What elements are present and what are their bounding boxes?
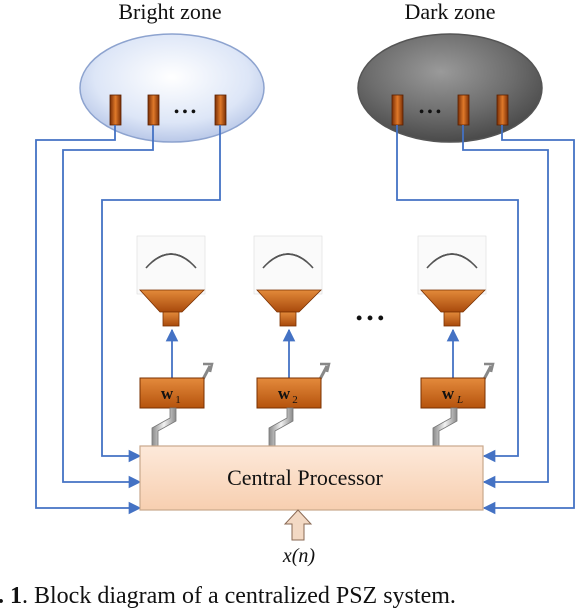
filter-w1-label: w [161, 384, 174, 403]
speakers-ellipsis: • • • [356, 308, 384, 328]
microphone [214, 94, 227, 126]
filter-w2-label: w [278, 384, 291, 403]
microphone [391, 94, 404, 126]
processor-to-filter-pipes [151, 407, 458, 447]
dark-zone-label: Dark zone [404, 0, 495, 24]
filter-wL: w L [420, 377, 486, 409]
central-processor-label: Central Processor [227, 465, 383, 490]
loudspeaker-2 [253, 235, 323, 327]
dark-feedback-lines [396, 125, 575, 515]
dark-zone [357, 33, 543, 143]
central-processor: Central Processor [139, 445, 484, 511]
microphone [109, 94, 122, 126]
filter-w2-sub: 2 [292, 394, 298, 406]
microphone [457, 94, 470, 126]
filter-w1-sub: 1 [175, 394, 181, 406]
figure-caption: g. 1. Block diagram of a centralized PSZ… [0, 583, 586, 610]
filter-w2: w 2 [256, 377, 322, 409]
filter-to-speaker-arrows [165, 328, 460, 378]
bright-zone-label: Bright zone [118, 0, 221, 24]
loudspeaker-L [417, 235, 487, 327]
microphone [496, 94, 509, 126]
loudspeaker-1 [136, 235, 206, 327]
input-arrow [283, 509, 313, 541]
microphone [147, 94, 160, 126]
figure-number: g. 1 [0, 583, 22, 609]
filter-wL-label: w [442, 384, 455, 403]
filter-w1: w 1 [139, 377, 205, 409]
bright-mic-ellipsis: • • • [174, 105, 196, 120]
dark-mic-ellipsis: • • • [419, 105, 441, 120]
filter-wL-sub: L [456, 394, 463, 406]
input-signal-label: x(n) [282, 545, 316, 567]
bright-zone [79, 33, 265, 143]
bright-feedback-lines [35, 125, 221, 515]
caption-text: . Block diagram of a centralized PSZ sys… [22, 583, 456, 609]
